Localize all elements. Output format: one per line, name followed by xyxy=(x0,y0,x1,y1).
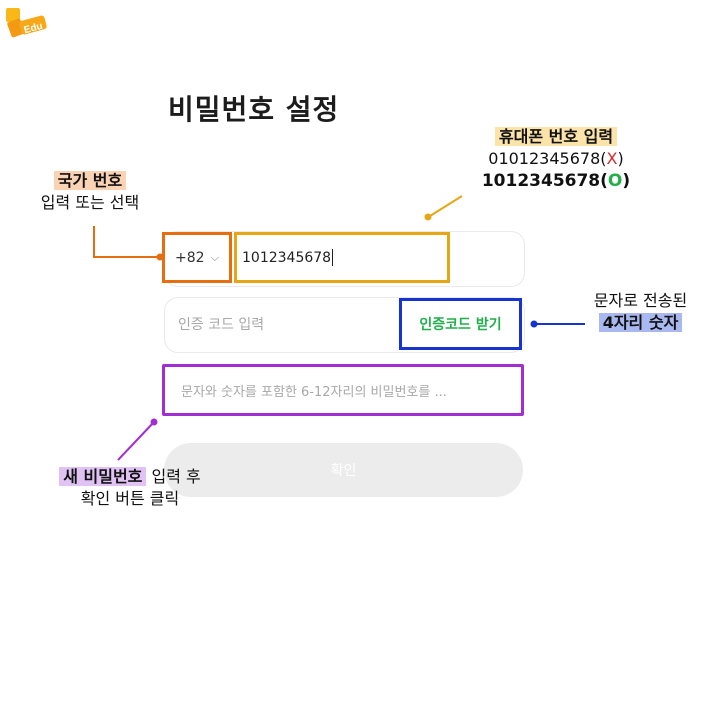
annotation-phone-label: 휴대폰 번호 입력 xyxy=(494,127,618,146)
annotation-code-label: 4자리 숫자 xyxy=(598,313,683,332)
annotation-country: 국가 번호 입력 또는 선택 xyxy=(30,170,150,214)
confirm-button[interactable]: 확인 xyxy=(164,443,523,497)
password-placeholder: 문자와 숫자를 포함한 6-12자리의 비밀번호를 ... xyxy=(181,384,447,400)
annotation-code: 문자로 전송된 4자리 숫자 xyxy=(578,290,703,334)
annotation-password-desc2: 확인 버튼 클릭 xyxy=(80,489,180,508)
get-code-button[interactable]: 인증코드 받기 xyxy=(399,298,522,350)
new-password-input[interactable]: 문자와 숫자를 포함한 6-12자리의 비밀번호를 ... xyxy=(162,364,524,416)
text-caret xyxy=(332,249,334,266)
annotation-phone: 휴대폰 번호 입력 01012345678(X) 1012345678(O) xyxy=(456,126,656,192)
chevron-down-icon: ⌵ xyxy=(210,250,219,264)
annotation-phone-right: 1012345678(O) xyxy=(481,171,631,191)
page-title: 비밀번호 설정 xyxy=(168,93,340,126)
annotation-password-desc1: 입력 후 xyxy=(151,467,201,486)
annotation-country-desc: 입력 또는 선택 xyxy=(40,193,140,212)
country-code-select[interactable]: +82 ⌵ xyxy=(162,232,232,283)
annotation-phone-wrong: 01012345678(X) xyxy=(488,149,624,168)
country-code-value: +82 xyxy=(175,249,205,266)
annotation-password-label: 새 비밀번호 xyxy=(59,467,147,486)
phone-number-value: 1012345678 xyxy=(242,249,332,266)
phone-number-input[interactable]: 1012345678 xyxy=(234,232,450,283)
edu-logo: Edu xyxy=(6,8,47,38)
verification-code-input[interactable]: 인증 코드 입력 xyxy=(178,317,265,333)
svg-text:Edu: Edu xyxy=(23,21,44,37)
annotation-password: 새 비밀번호 입력 후 확인 버튼 클릭 xyxy=(40,466,220,510)
annotation-code-line1: 문자로 전송된 xyxy=(593,291,688,310)
annotation-country-label: 국가 번호 xyxy=(53,171,127,190)
